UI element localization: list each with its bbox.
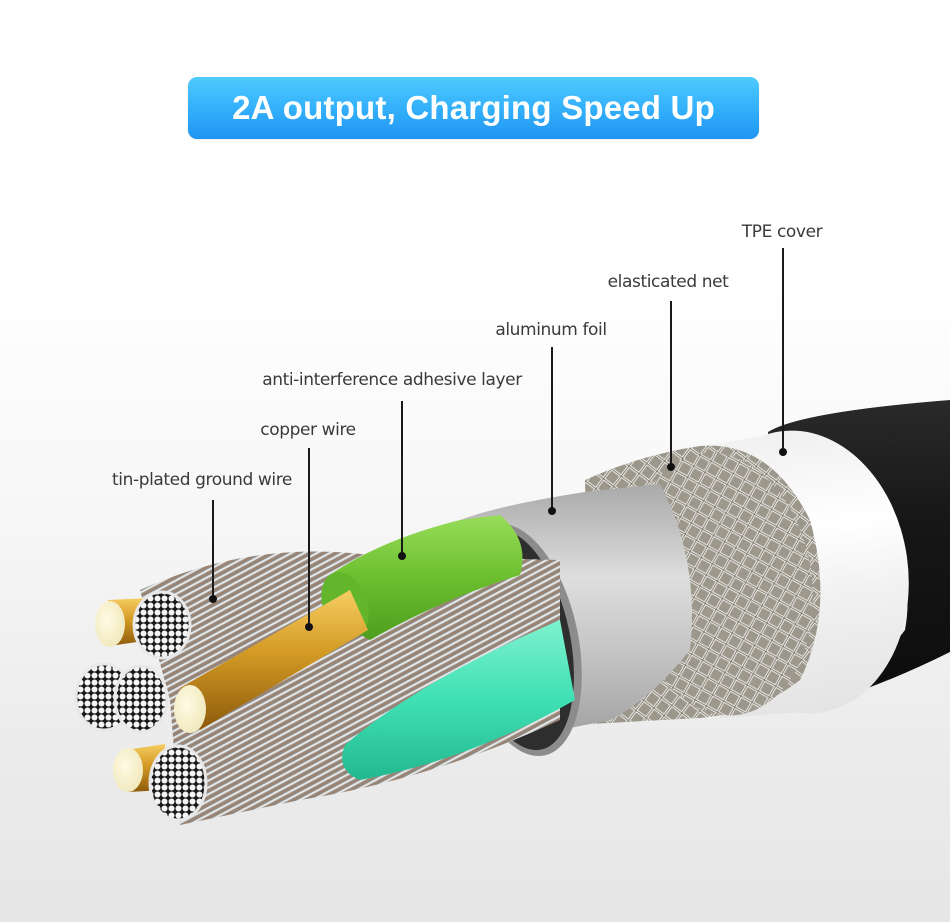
- leader-line-tin-plated-ground-wire: [212, 500, 214, 599]
- callout-dot-tpe-cover: [779, 448, 787, 456]
- tin-plated-strand-bundles: [140, 551, 560, 825]
- callout-dot-elasticated-net: [667, 463, 675, 471]
- leader-line-copper-wire: [308, 448, 310, 627]
- leader-line-tpe-cover: [782, 248, 784, 452]
- teal-insulated-wire: [342, 620, 575, 780]
- copper-conductor: [174, 590, 368, 733]
- callout-dot-aluminum-foil: [548, 507, 556, 515]
- label-tin-plated-ground-wire: tin-plated ground wire: [111, 470, 293, 490]
- label-tpe-cover: TPE cover: [741, 222, 823, 242]
- leader-line-aluminum-foil: [551, 347, 553, 511]
- leader-line-elasticated-net: [670, 301, 672, 467]
- callout-dot-tin-plated-ground-wire: [209, 595, 217, 603]
- label-anti-interference-adhesive-layer: anti-interference adhesive layer: [262, 370, 522, 390]
- label-copper-wire: copper wire: [260, 420, 356, 440]
- label-aluminum-foil: aluminum foil: [495, 320, 607, 340]
- callout-dot-copper-wire: [305, 623, 313, 631]
- leader-line-adhesive-layer: [401, 401, 403, 556]
- callout-dot-adhesive-layer: [398, 552, 406, 560]
- headline-text: 2A output, Charging Speed Up: [232, 89, 715, 126]
- strand-bundle-ends: [74, 590, 208, 822]
- headline-banner: 2A output, Charging Speed Up: [188, 77, 759, 139]
- label-elasticated-net: elasticated net: [607, 272, 729, 292]
